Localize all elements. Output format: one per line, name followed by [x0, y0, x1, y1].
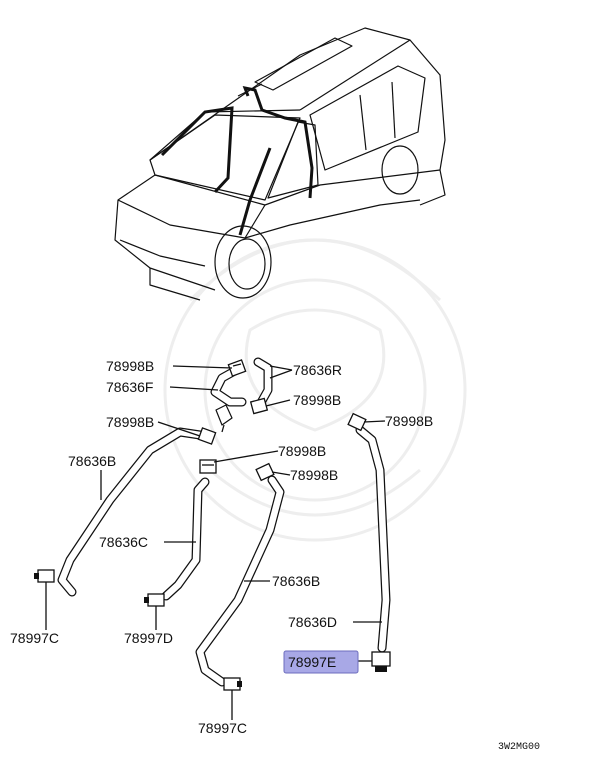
leader-lines — [45, 365, 386, 720]
label-78997C-left[interactable]: 78997C — [10, 630, 59, 646]
label-78997C-bottom[interactable]: 78997C — [198, 720, 247, 736]
joint-top-left — [227, 359, 247, 377]
label-78998B-center2[interactable]: 78998B — [290, 467, 338, 483]
hose-78636B-center — [195, 475, 285, 687]
hose-78636D — [355, 425, 391, 653]
joint-far-right — [347, 412, 367, 432]
label-78997D[interactable]: 78997D — [124, 630, 173, 646]
diagram-code: 3W2MG00 — [498, 742, 540, 753]
joint-left — [197, 427, 217, 445]
highlight-78997E — [283, 650, 359, 674]
label-78997E[interactable]: 78997E — [288, 654, 336, 670]
label-78636D[interactable]: 78636D — [288, 614, 337, 630]
label-78998B-center[interactable]: 78998B — [278, 443, 326, 459]
label-78998B-left[interactable]: 78998B — [106, 414, 154, 430]
clip-78997E — [371, 651, 391, 672]
label-78636B-center[interactable]: 78636B — [272, 573, 320, 589]
hose-78636B-left — [57, 427, 205, 597]
label-78998B-mid-right[interactable]: 78998B — [293, 392, 341, 408]
joint-mid-right — [249, 397, 269, 415]
van-illustration — [114, 27, 446, 301]
label-78636R[interactable]: 78636R — [293, 362, 342, 378]
tee-joint — [215, 404, 233, 433]
watermark-emblem — [163, 238, 467, 542]
hose-78636C — [161, 477, 210, 601]
label-78998B-far-right[interactable]: 78998B — [385, 413, 433, 429]
label-78636C[interactable]: 78636C — [99, 534, 148, 550]
label-78998B-top[interactable]: 78998B — [106, 358, 154, 374]
clip-78997C-left — [34, 569, 55, 583]
hose-78636F — [210, 363, 247, 407]
label-78636F[interactable]: 78636F — [106, 379, 153, 395]
label-78636B-left[interactable]: 78636B — [68, 453, 116, 469]
joint-center2 — [255, 462, 275, 482]
joint-center — [199, 459, 217, 474]
clip-78997D — [144, 593, 165, 607]
clip-78997C-bottom — [223, 677, 242, 691]
